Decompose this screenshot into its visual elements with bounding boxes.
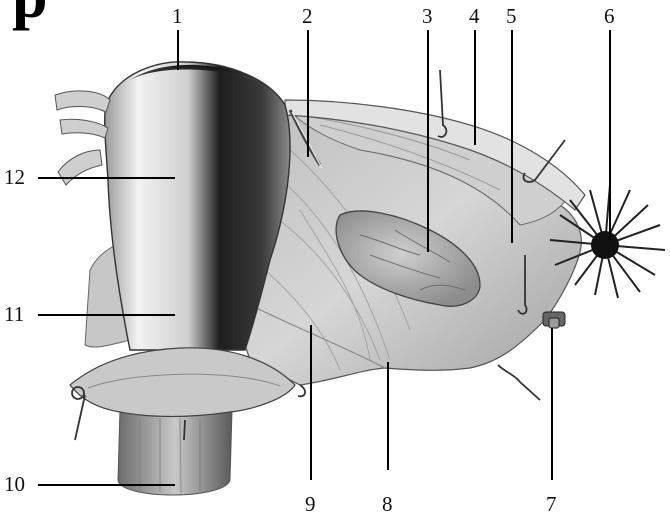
callout-10: 10 (4, 474, 25, 495)
callout-1: 1 (172, 6, 183, 27)
left-stumps (55, 91, 110, 185)
callout-6: 6 (604, 6, 615, 27)
callout-9: 9 (305, 494, 316, 515)
callout-3: 3 (422, 6, 433, 27)
callout-7: 7 (546, 494, 557, 515)
callout-5: 5 (506, 6, 517, 27)
callout-4: 4 (469, 6, 480, 27)
callout-11: 11 (4, 304, 24, 325)
callout-12: 12 (4, 167, 25, 188)
callout-2: 2 (302, 6, 313, 27)
clamp-icon (543, 312, 565, 328)
callout-8: 8 (382, 494, 393, 515)
